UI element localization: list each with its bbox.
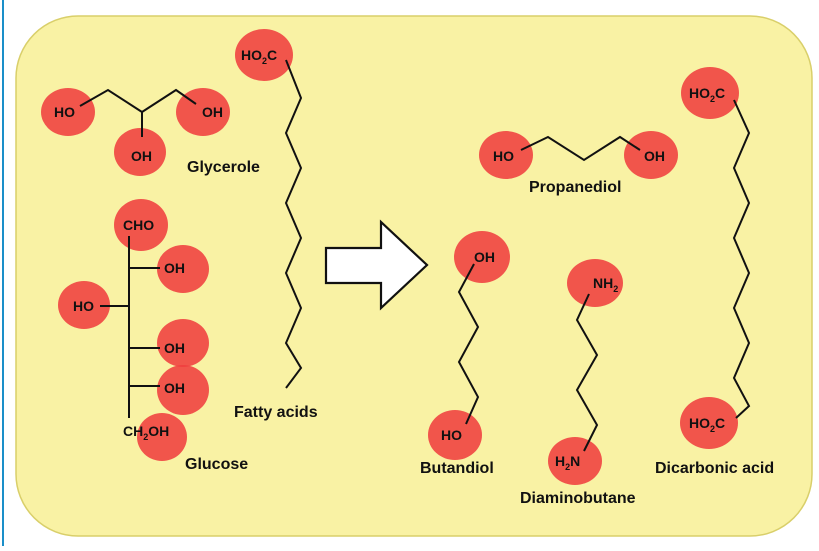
dicarbonic-acid-bottom-group: HO2C bbox=[689, 415, 725, 434]
functional-group-highlight bbox=[681, 67, 739, 119]
functional-group-highlight bbox=[41, 88, 95, 136]
functional-group-highlight bbox=[157, 245, 209, 293]
dicarbonic-acid-top-group: HO2C bbox=[689, 85, 725, 104]
functional-group-highlight bbox=[428, 410, 482, 460]
functional-group-highlight bbox=[157, 319, 209, 367]
functional-group-highlight bbox=[548, 437, 602, 485]
glucose-ch2oh: CH2OH bbox=[123, 423, 169, 442]
functional-group-highlight bbox=[624, 131, 678, 179]
arrow-shape bbox=[324, 219, 429, 311]
molecule-diaminobutane: NH2 H2N Diaminobutane bbox=[520, 259, 636, 507]
butandiol-backbone bbox=[457, 263, 480, 425]
glycerole-label: Glycerole bbox=[187, 159, 260, 176]
butandiol-group-1: OH bbox=[474, 249, 495, 265]
glucose-group-3: HO bbox=[73, 298, 94, 314]
glycerole-group-3: OH bbox=[202, 104, 223, 120]
diaminobutane-backbone bbox=[575, 293, 599, 452]
diaminobutane-bottom-group: H2N bbox=[555, 453, 580, 472]
diaminobutane-label: Diaminobutane bbox=[520, 490, 636, 507]
functional-group-highlight bbox=[114, 199, 168, 251]
functional-group-highlight bbox=[454, 231, 510, 283]
functional-group-highlight bbox=[58, 281, 110, 329]
butandiol-label: Butandiol bbox=[420, 460, 494, 477]
functional-group-highlight bbox=[680, 397, 738, 449]
fatty-acids-label: Fatty acids bbox=[234, 404, 318, 421]
functional-group-highlight bbox=[235, 29, 293, 81]
conversion-arrow-icon bbox=[324, 219, 429, 311]
fatty-acid-chain bbox=[284, 59, 303, 389]
molecule-fatty-acids: HO2C Fatty acids bbox=[234, 29, 318, 421]
functional-group-highlight bbox=[137, 413, 187, 461]
diaminobutane-top-group: NH2 bbox=[593, 275, 618, 294]
glucose-group-1: CHO bbox=[123, 217, 154, 233]
propanediol-group-2: OH bbox=[644, 148, 665, 164]
molecule-dicarbonic-acid: HO2C HO2C Dicarbonic acid bbox=[655, 67, 774, 477]
glucose-group-4: OH bbox=[164, 340, 185, 356]
functional-group-highlight bbox=[157, 365, 209, 415]
fatty-acid-head: HO2C bbox=[241, 47, 277, 66]
molecule-glycerole: HO OH OH Glycerole bbox=[41, 88, 260, 176]
glycerole-group-2: OH bbox=[131, 148, 152, 164]
functional-group-highlight bbox=[114, 128, 166, 176]
molecule-propanediol: HO OH Propanediol bbox=[479, 131, 678, 196]
propanediol-label: Propanediol bbox=[529, 179, 621, 196]
glucose-group-2: OH bbox=[164, 260, 185, 276]
glucose-group-5: OH bbox=[164, 380, 185, 396]
dicarbonic-acid-label: Dicarbonic acid bbox=[655, 460, 774, 477]
butandiol-group-2: HO bbox=[441, 427, 462, 443]
functional-group-highlight bbox=[567, 259, 623, 307]
dicarbonic-acid-chain bbox=[732, 99, 751, 419]
molecule-glucose: CHO OH HO OH OH CH2OH Glucose bbox=[58, 199, 248, 473]
glycerole-group-1: HO bbox=[54, 104, 75, 120]
molecule-butandiol: OH HO Butandiol bbox=[420, 231, 510, 477]
functional-group-highlight bbox=[479, 131, 533, 179]
propanediol-group-1: HO bbox=[493, 148, 514, 164]
glucose-label: Glucose bbox=[185, 456, 248, 473]
propanediol-backbone bbox=[520, 135, 641, 162]
